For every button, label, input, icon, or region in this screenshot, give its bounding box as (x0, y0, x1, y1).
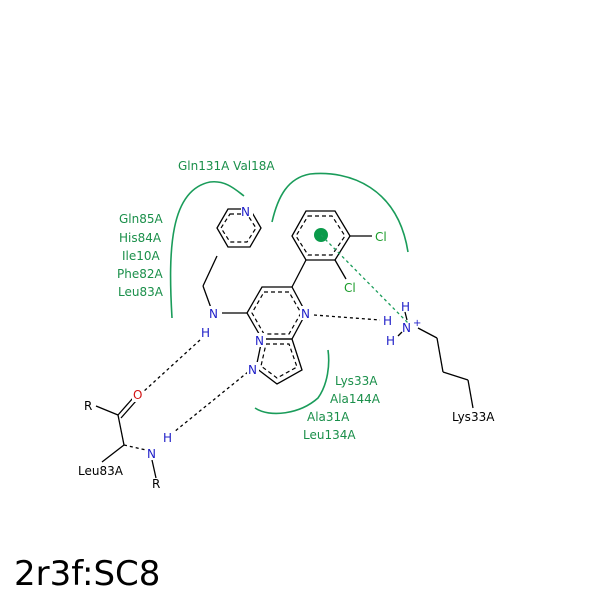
atom-r-2: R (152, 477, 160, 491)
atom-plus-charge: + (413, 318, 421, 329)
hbond-nh-o (142, 339, 201, 393)
hbond-n-hlys (313, 314, 381, 321)
arc-bottom (254, 349, 330, 415)
residue-left-2: His84A (119, 231, 162, 245)
atom-cl-1: Cl (375, 230, 387, 244)
lys-side-chain (397, 311, 474, 409)
diagram-title: 2r3f:SC8 (14, 554, 160, 594)
atom-n-ring-2: N (255, 334, 264, 348)
leu-residue-label: Leu83A (78, 464, 124, 478)
arc-top-left (169, 180, 245, 319)
atom-n-pyridine: N (241, 205, 250, 219)
pyridine-ring (202, 208, 262, 309)
atom-n-lys: N (402, 321, 411, 335)
atom-labels: N Cl Cl N H N N N H H N + H O R H N R (84, 203, 421, 491)
atom-h-lys-1: H (401, 300, 410, 314)
atom-n-ring-3: N (248, 363, 257, 377)
hbond-n-hn (173, 371, 249, 433)
pi-cation-interaction (314, 228, 409, 324)
dichlorophenyl-ring (291, 210, 372, 288)
atom-n-ring-1: N (301, 307, 310, 321)
residue-left-5: Leu83A (118, 285, 164, 299)
leu-backbone (95, 397, 157, 479)
residue-left-4: Phe82A (117, 267, 163, 281)
atom-h-lys-2: H (383, 314, 392, 328)
lys-residue-label: Lys33A (452, 410, 495, 424)
residue-bottom-4: Leu134A (303, 428, 356, 442)
hydrophobic-arcs (169, 172, 409, 415)
atom-r-1: R (84, 399, 92, 413)
residue-bottom-1: Lys33A (335, 374, 378, 388)
atom-h-lys-3: H (386, 334, 395, 348)
atom-cl-2: Cl (344, 281, 356, 295)
residue-labels: Gln131A Val18A Gln85A His84A Ile10A Phe8… (78, 159, 495, 478)
atom-n-leu: N (147, 447, 156, 461)
arc-top-right (271, 172, 409, 253)
residue-left-1: Gln85A (119, 212, 164, 226)
residues-top-label: Gln131A Val18A (178, 159, 275, 173)
hydrogen-bonds (142, 314, 381, 433)
atom-h-amine: H (201, 326, 210, 340)
residue-bottom-2: Ala144A (330, 392, 381, 406)
residue-bottom-3: Ala31A (307, 410, 350, 424)
atom-h-leu: H (163, 431, 172, 445)
atom-n-amine: N (209, 307, 218, 321)
atom-o-leu: O (133, 388, 142, 402)
residue-left-3: Ile10A (122, 249, 161, 263)
